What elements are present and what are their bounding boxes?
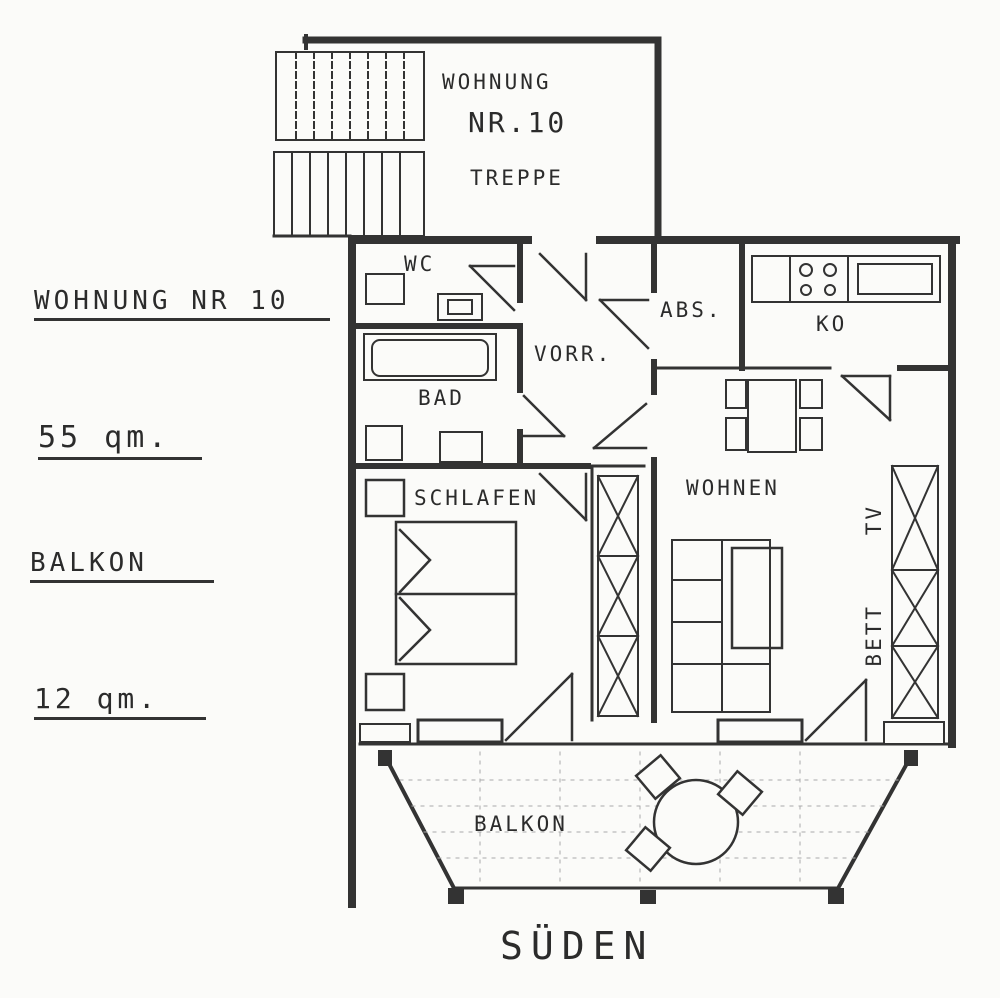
wardrobe-schlafen xyxy=(596,474,640,718)
south-windows xyxy=(359,718,945,745)
balcony-side-label: BALKON xyxy=(30,548,214,583)
bath-fixtures xyxy=(363,333,497,463)
bedroom-label: SCHLAFEN xyxy=(414,486,540,510)
balcony-table-set xyxy=(624,753,764,873)
interior-walls xyxy=(355,241,949,723)
balcony-area: 12 qm. xyxy=(34,682,206,720)
vorraum-label: VORR. xyxy=(534,342,613,366)
dining-set xyxy=(725,379,823,453)
tv-label: TV xyxy=(862,504,886,536)
stairwell-walls xyxy=(272,34,662,240)
orientation-label: SÜDEN xyxy=(500,924,655,968)
apartment-title: WOHNUNG NR 10 xyxy=(34,286,330,321)
balcony-outline xyxy=(378,750,918,904)
apartment-outer-walls xyxy=(348,236,960,908)
bed xyxy=(364,478,518,712)
wc-fixtures xyxy=(365,273,483,321)
apartment-area: 55 qm. xyxy=(38,420,202,460)
bath-label: BAD xyxy=(418,386,465,410)
stair-lower-flight xyxy=(273,151,425,237)
stairwell-title-line1: WOHNUNG xyxy=(442,70,552,94)
living-room-label: WOHNEN xyxy=(686,476,780,500)
stairwell-title-line2: NR.10 xyxy=(468,106,568,139)
wc-label: WC xyxy=(404,252,436,276)
door-swings xyxy=(468,252,892,742)
bed-label: BETT xyxy=(862,604,886,667)
coffee-table xyxy=(730,546,784,650)
kitchen-fixtures xyxy=(751,255,941,303)
balcony-label: BALKON xyxy=(474,812,568,836)
abstell-label: ABS. xyxy=(660,298,723,322)
wardrobe-wohnen xyxy=(890,464,940,720)
sofa xyxy=(671,539,771,713)
stair-upper-flight xyxy=(275,51,425,141)
kitchen-label: KO xyxy=(816,312,848,336)
stair-label: TREPPE xyxy=(470,166,564,190)
